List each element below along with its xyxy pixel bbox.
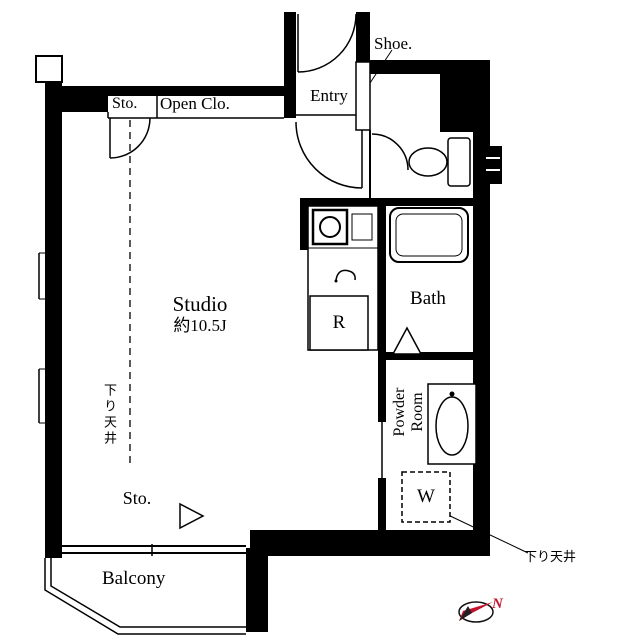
doors (109, 13, 423, 530)
lowered-ceiling-left-label: 下り天井 (101, 383, 117, 447)
wall-toilet-corner-block (440, 74, 473, 132)
open-closet-label: Open Clo. (160, 94, 230, 113)
wall-entry-right (356, 12, 370, 62)
toilet-bowl (408, 147, 448, 177)
studio-area: 約10.5J (173, 316, 227, 336)
outer-walls (45, 12, 490, 632)
shoe-leader-line (367, 49, 393, 87)
washer-space-box (401, 471, 451, 523)
shoe-cabinet (355, 61, 371, 131)
wall-kitchen-bath (378, 198, 386, 358)
washer-space-label: W (417, 486, 435, 508)
wall-top (62, 86, 293, 96)
thin-lines (35, 49, 529, 635)
wall-hall-bottom (300, 198, 473, 206)
bath-folding-door (391, 326, 423, 355)
storage-top-door-arc (109, 117, 151, 159)
powder-room-line1: Powder (391, 387, 408, 437)
compass-needle-dark (459, 606, 472, 621)
toilet-tank (447, 137, 471, 187)
pipe-space-box (484, 146, 502, 184)
toilet-door-arc (371, 133, 409, 171)
corner-post (35, 55, 63, 83)
refrigerator-space-label: R (332, 312, 346, 334)
balcony-pillar (246, 548, 268, 632)
interior-walls (300, 130, 473, 532)
balcony-label: Balcony (102, 568, 166, 589)
wall-studio-powder-upper (378, 358, 386, 422)
bath-label: Bath (410, 288, 446, 309)
storage-bottom-label: Sto. (122, 488, 152, 508)
studio-name: Studio (172, 292, 228, 316)
lowered-ceiling-leader-line (445, 513, 529, 554)
wall-bottom (250, 530, 490, 556)
hall-door-arc (295, 121, 363, 189)
storage-bottom-door (179, 502, 205, 530)
studio-label: Studio 約10.5J (130, 292, 270, 336)
wall-kitchen-stub (300, 198, 308, 250)
wall-entry-left (284, 12, 296, 118)
wall-left (45, 80, 62, 558)
wall-studio-powder-lower (378, 478, 386, 532)
compass-icon (458, 601, 494, 623)
entry-label: Entry (310, 86, 348, 105)
storage-top-label: Sto. (112, 95, 138, 112)
powder-sink-faucet (449, 391, 455, 397)
bathtub-inner (395, 213, 463, 257)
balcony-rail-outer (44, 558, 246, 635)
kitchen-faucet-base (334, 279, 338, 283)
wall-top-left-block (62, 86, 108, 112)
refrigerator-space-box (309, 295, 369, 351)
shoe-label: Shoe. (374, 34, 413, 53)
powder-room-label: Powder Room (391, 377, 429, 447)
entry-door-arc (297, 13, 357, 73)
compass-north-label: N (492, 596, 503, 612)
powder-sink-bowl (435, 396, 469, 456)
wall-right (473, 60, 490, 556)
lowered-ceiling-right-label: 下り天井 (524, 549, 577, 564)
wall-bath-powder (378, 352, 473, 360)
kitchen-stove (311, 208, 349, 246)
kitchen-faucet (335, 269, 356, 281)
kitchen-grill (351, 213, 373, 241)
stove-burner (319, 216, 341, 238)
wall-top-right (356, 60, 490, 74)
fixtures (307, 61, 502, 523)
balcony-rail-inner (50, 558, 246, 628)
powder-room-line2: Room (409, 392, 427, 432)
